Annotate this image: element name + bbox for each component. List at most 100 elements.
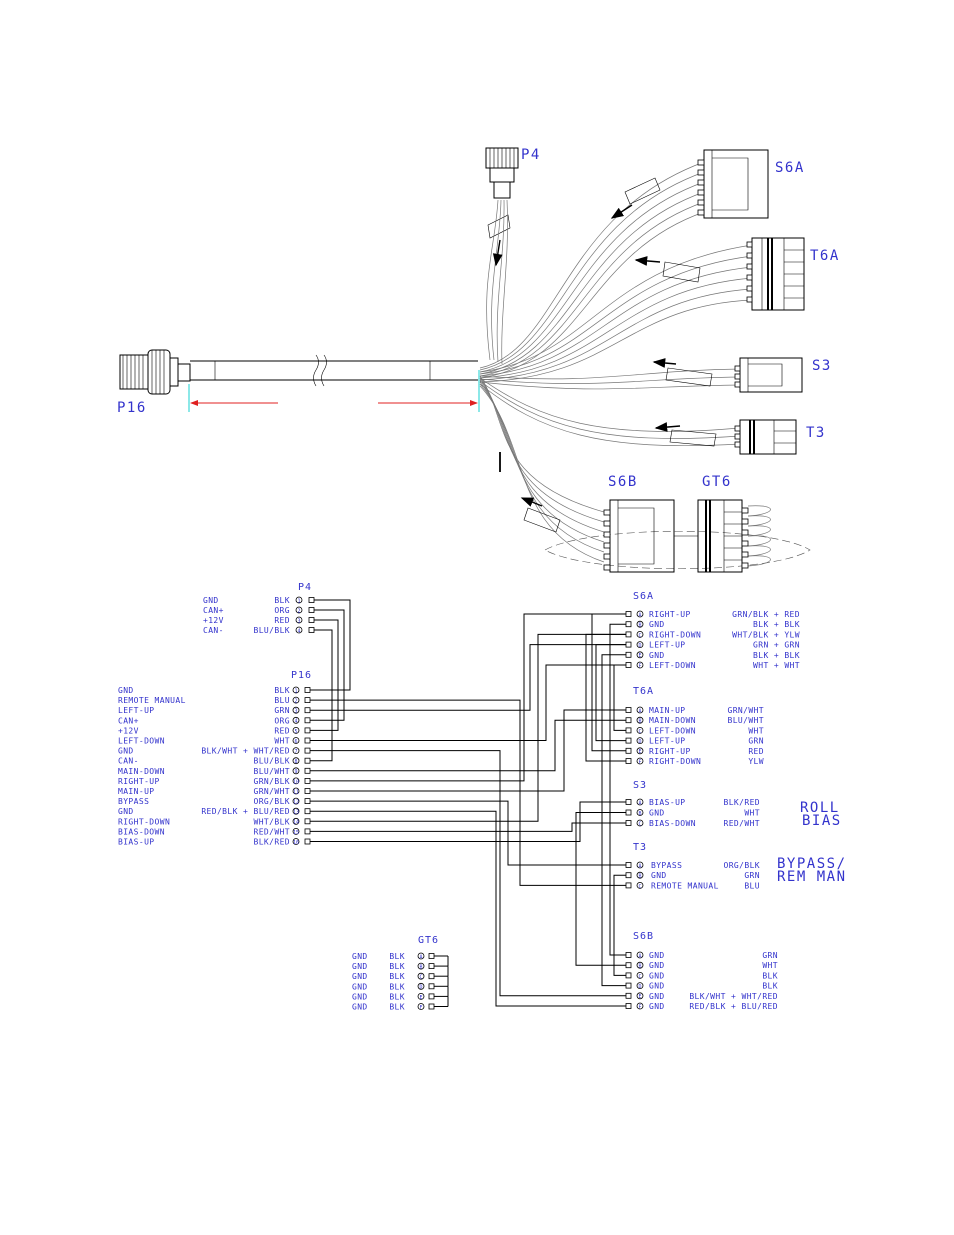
s6a-pin-circle: [636, 631, 644, 638]
s6b-pin-letter: F: [638, 1004, 641, 1010]
s6b-harness-label: S6B: [608, 474, 638, 490]
p4-pin-terminal: [308, 607, 315, 613]
s3-connector-drawing: [734, 357, 803, 393]
s3-pin-color: WHT: [744, 809, 760, 818]
s6b-pin-terminal: [625, 972, 632, 979]
t3-note-text: BYPASS/: [777, 856, 847, 872]
p16-pin-number: 11: [293, 789, 299, 795]
t6a-schematic-title: T6A: [633, 686, 654, 697]
p4-pin-circle: [295, 596, 303, 604]
p16-pin-circle: [292, 727, 300, 734]
p16-pin-signal: RIGHT-DOWN: [118, 817, 170, 826]
t3-note-text: REM MAN: [777, 869, 847, 885]
gt6-pin-color: BLK: [389, 962, 405, 971]
p16-pin-number: 7: [294, 749, 297, 755]
t3-schematic-title: T3: [633, 842, 647, 853]
s6a-pin-signal: RIGHT-UP: [649, 610, 691, 619]
gt6-pin-letter: A: [419, 954, 422, 960]
gt6-pin-signal: GND: [352, 982, 368, 991]
p16-pin-signal: RIGHT-UP: [118, 777, 160, 786]
s6b-pin-color: RED/BLK + BLU/RED: [689, 1002, 778, 1011]
p16-pin-terminal: [304, 757, 311, 764]
wire-right-down: [310, 633, 626, 822]
p16-pin-circle: [292, 797, 300, 805]
p4-pin-circle: [295, 626, 303, 634]
t6a-pin-circle: [636, 706, 644, 714]
p16-pin-terminal: [304, 767, 311, 774]
p4-pin-number: 2: [297, 608, 300, 614]
s6b-pin-color: BLK/WHT + WHT/RED: [689, 992, 778, 1001]
s3-pin-color: RED/WHT: [723, 819, 760, 828]
t6a-pin-signal: LEFT-UP: [649, 737, 686, 746]
p16-pin-signal: LEFT-DOWN: [118, 737, 165, 746]
t3-pin-terminal: [625, 862, 632, 868]
s6a-pin-terminal: [625, 641, 632, 648]
gt6-pin-terminal: [428, 993, 435, 1000]
p16-schematic-title: P16: [291, 670, 312, 681]
p16-pin-color: ORG: [274, 716, 290, 725]
p4-pin-terminal: [308, 597, 315, 603]
wire-bypass: [310, 800, 626, 866]
p16-pin-color: WHT/BLK: [253, 817, 290, 826]
p16-pin-circle: [292, 838, 300, 845]
t3-pin-signal: REMOTE MANUAL: [651, 881, 719, 890]
p16-pin-color: BLU: [274, 696, 290, 705]
p4-harness-label: P4: [521, 147, 541, 163]
p16-pin-signal: BIAS-UP: [118, 838, 155, 847]
t3-pin-circle: [636, 861, 644, 869]
gt6-connector-drawing: [697, 499, 771, 573]
s6a-pin-terminal: [625, 651, 632, 658]
t6a-pin-terminal: [625, 717, 632, 724]
p16-pin-number: 12: [293, 800, 299, 806]
p16-pin-terminal: [304, 687, 311, 693]
p16-pin-color: BLK/RED: [253, 838, 290, 847]
t6a-pin-terminal: [625, 747, 632, 754]
t6a-pin-terminal: [625, 758, 632, 764]
gt6-pin-signal: GND: [352, 952, 368, 961]
s6a-pin-circle: [636, 620, 644, 628]
p16-pin-number: 2: [294, 699, 297, 705]
s6a-pin-circle: [636, 610, 644, 618]
p16-pin-terminal: [304, 838, 311, 845]
s6a-pin-terminal: [625, 611, 632, 617]
t6a-pin-color: RED: [748, 747, 764, 756]
wire-p4-can-minus: [310, 629, 333, 762]
s6b-pin-signal: GND: [649, 951, 665, 960]
p4-pin-signal: +12V: [203, 616, 224, 625]
p4-pin-number: 1: [297, 598, 300, 604]
gt6-pin-color: BLK: [389, 982, 405, 991]
p16-pin-number: 13: [293, 810, 299, 816]
gt6-pin-circle: [417, 993, 425, 1000]
wire-s6a-t6a-right-down: [585, 633, 626, 762]
s6b-pin-letter: A: [638, 953, 641, 959]
s6b-pin-terminal: [625, 992, 632, 999]
wire-main-up: [310, 709, 626, 792]
s3-note-text: ROLL: [800, 800, 840, 816]
t6a-pin-signal: RIGHT-UP: [649, 747, 691, 756]
t3-pin-letter: B: [638, 874, 641, 880]
p16-pin-color: GRN/WHT: [253, 787, 290, 796]
t6a-pin-circle: [636, 716, 644, 724]
t3-connector-drawing: [734, 419, 797, 455]
s6a-pin-letter: B: [638, 623, 641, 629]
s6a-pin-signal: RIGHT-DOWN: [649, 630, 701, 639]
t6a-pin-terminal: [625, 727, 632, 734]
t6a-pin-circle: [636, 747, 644, 755]
wire-p4-can-plus: [310, 609, 345, 721]
p4-pin-signal: CAN+: [203, 606, 224, 615]
s6b-pin-terminal: [625, 952, 632, 958]
s6b-pin-color: WHT: [762, 961, 778, 970]
t3-pin-color: ORG/BLK: [723, 861, 760, 870]
t6a-pin-color: WHT: [748, 726, 764, 735]
gt6-pin-terminal: [428, 983, 435, 990]
wire-gnd-blkwht: [310, 750, 626, 997]
t6a-pin-letter: B: [638, 719, 641, 725]
s6a-pin-signal: GND: [649, 651, 665, 660]
s3-harness-label: S3: [812, 358, 832, 374]
s6b-pin-circle: [636, 982, 644, 989]
p16-pin-circle: [292, 777, 300, 785]
wire-s3-gnd: [575, 812, 626, 966]
p16-harness-label: P16: [117, 400, 147, 416]
